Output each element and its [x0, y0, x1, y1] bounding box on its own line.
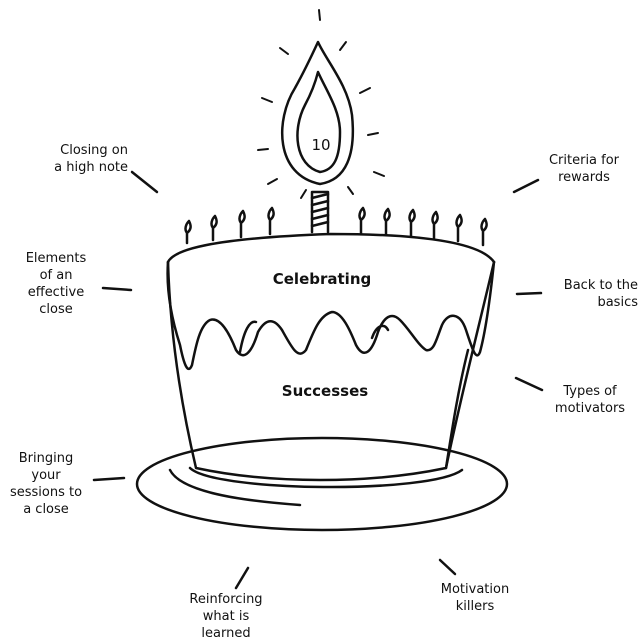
flame-rays: [258, 10, 384, 198]
topic-criteria-for-rewards: Criteria for rewards: [534, 152, 634, 186]
topic-elements-of-an-effective-close: Elements of an effective close: [18, 250, 94, 318]
topic-motivation-killers: Motivation killers: [425, 581, 525, 615]
small-candles: [186, 208, 487, 245]
topic-types-of-motivators: Types of motivators: [540, 383, 640, 417]
topic-bringing-your-sessions-to-a-close: Bringing your sessions to a close: [2, 450, 90, 518]
plate-rim: [190, 468, 462, 487]
topic-closing-on-a-high-note: Closing on a high note: [32, 142, 128, 176]
big-candle: [312, 192, 328, 232]
cake-label-celebrating: Celebrating: [262, 270, 382, 288]
topic-reinforcing-what-is-learned: Reinforcing what is learned: [176, 591, 276, 642]
candle-number: 10: [301, 137, 341, 154]
cake-label-successes: Successes: [265, 382, 385, 400]
topic-back-to-the-basics: Back to the basics: [540, 277, 638, 311]
big-flame: [282, 42, 353, 184]
cake-top: [168, 234, 494, 262]
